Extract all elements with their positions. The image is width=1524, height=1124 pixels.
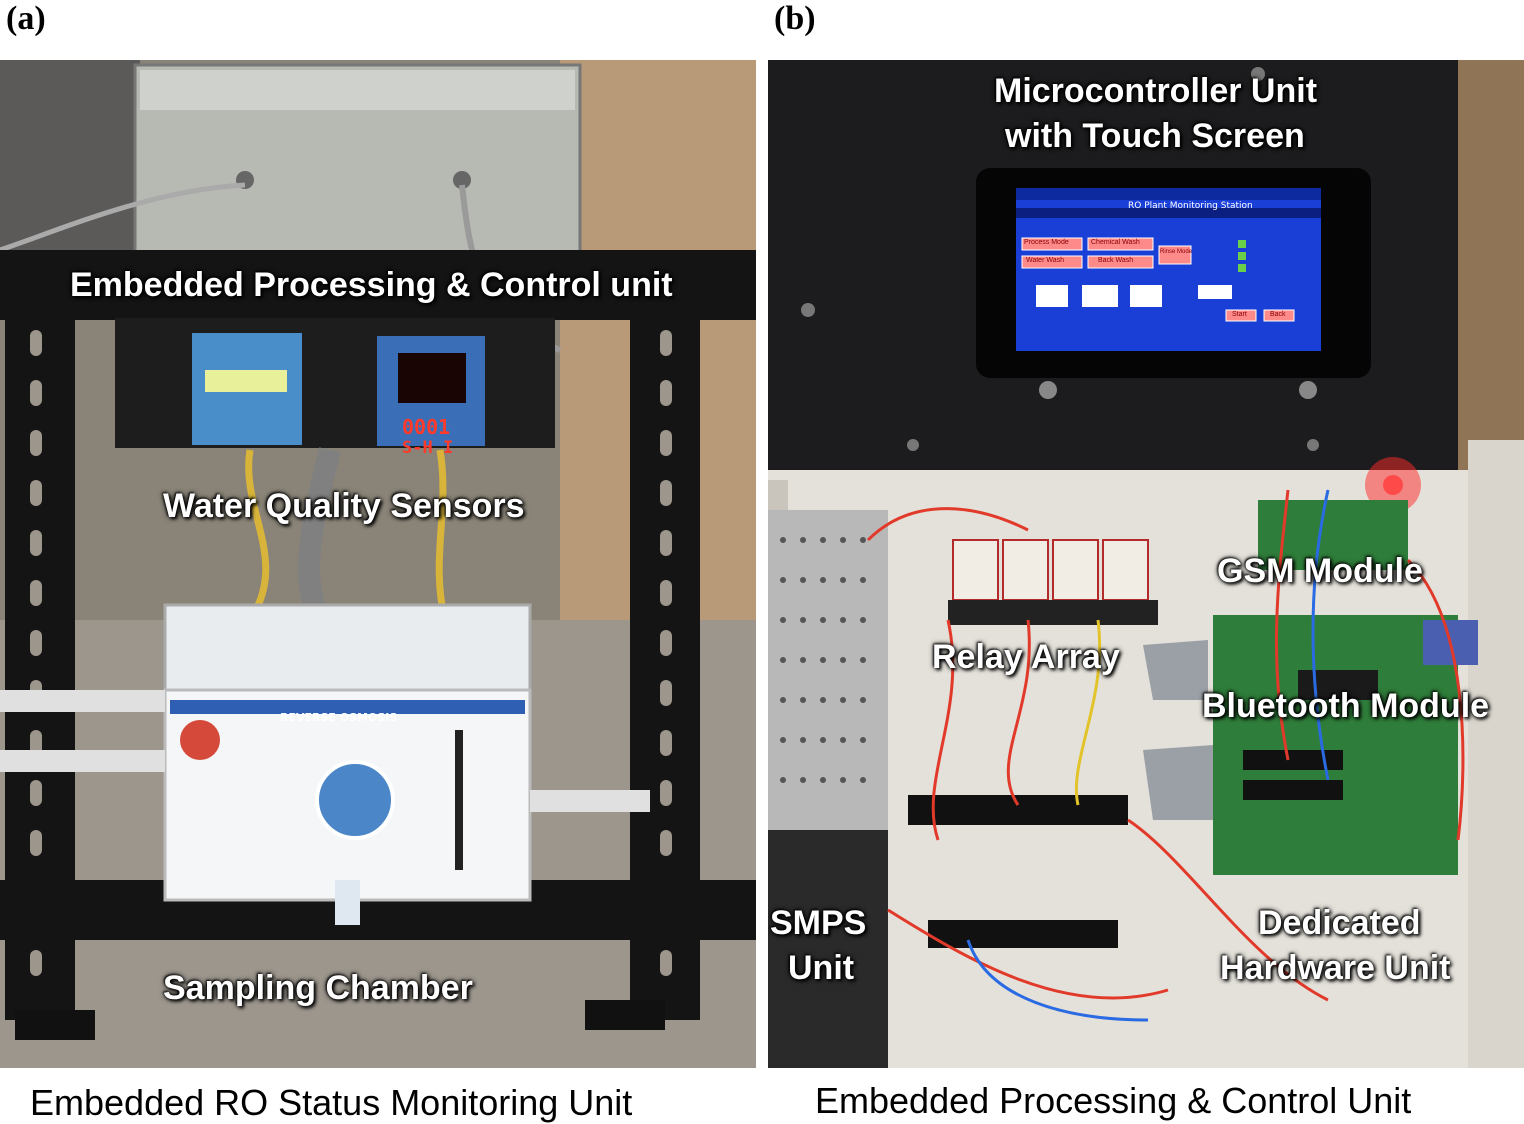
panel-a-letter: (a) [6,0,46,37]
screen-title-text: RO Plant Monitoring Station [1128,201,1253,211]
tank-brand-text: REVERSE OSMOSIS [280,711,398,724]
label-relay-array: Relay Array [932,638,1120,676]
label-smps-line1: SMPS [770,904,867,942]
photo-processing-control-unit: RO Plant Monitoring Station Process Mode… [768,60,1524,1068]
label-bluetooth-module: Bluetooth Module [1202,687,1490,725]
label-mcu-line1: Microcontroller Unit [994,72,1318,110]
screen-button-start: Start [1232,311,1247,318]
screen-button-water-wash: Water Wash [1026,257,1064,264]
control-unit-illustration [768,60,1524,1068]
label-mcu-line2: with Touch Screen [1005,117,1305,155]
screen-button-chemical-wash: Chemical Wash [1091,239,1140,246]
label-smps-line2: Unit [788,949,855,987]
label-gsm-module: GSM Module [1217,552,1423,590]
screen-button-back: Back [1270,311,1286,318]
label-hardware-line2: Hardware Unit [1220,949,1451,987]
screen-button-back-wash: Back Wash [1098,257,1134,264]
screen-button-process-mode: Process Mode [1024,239,1069,246]
label-water-quality-sensors: Water Quality Sensors [163,487,525,525]
panel-b-letter: (b) [774,0,816,37]
display-readout-line2: S-H I [402,438,454,458]
label-hardware-line1: Dedicated [1258,904,1421,942]
caption-panel-b: Embedded Processing & Control Unit [815,1080,1412,1121]
label-processing-unit: Embedded Processing & Control unit [70,266,673,304]
label-sampling-chamber: Sampling Chamber [163,969,473,1007]
caption-panel-a: Embedded RO Status Monitoring Unit [30,1082,633,1123]
screen-button-rinse-mode: Rinse Mode [1160,249,1193,255]
display-readout-line1: 0001 [402,415,451,439]
photo-ro-monitoring-unit: Embedded Processing & Control unit Water… [0,60,756,1068]
ro-unit-illustration [0,60,756,1068]
